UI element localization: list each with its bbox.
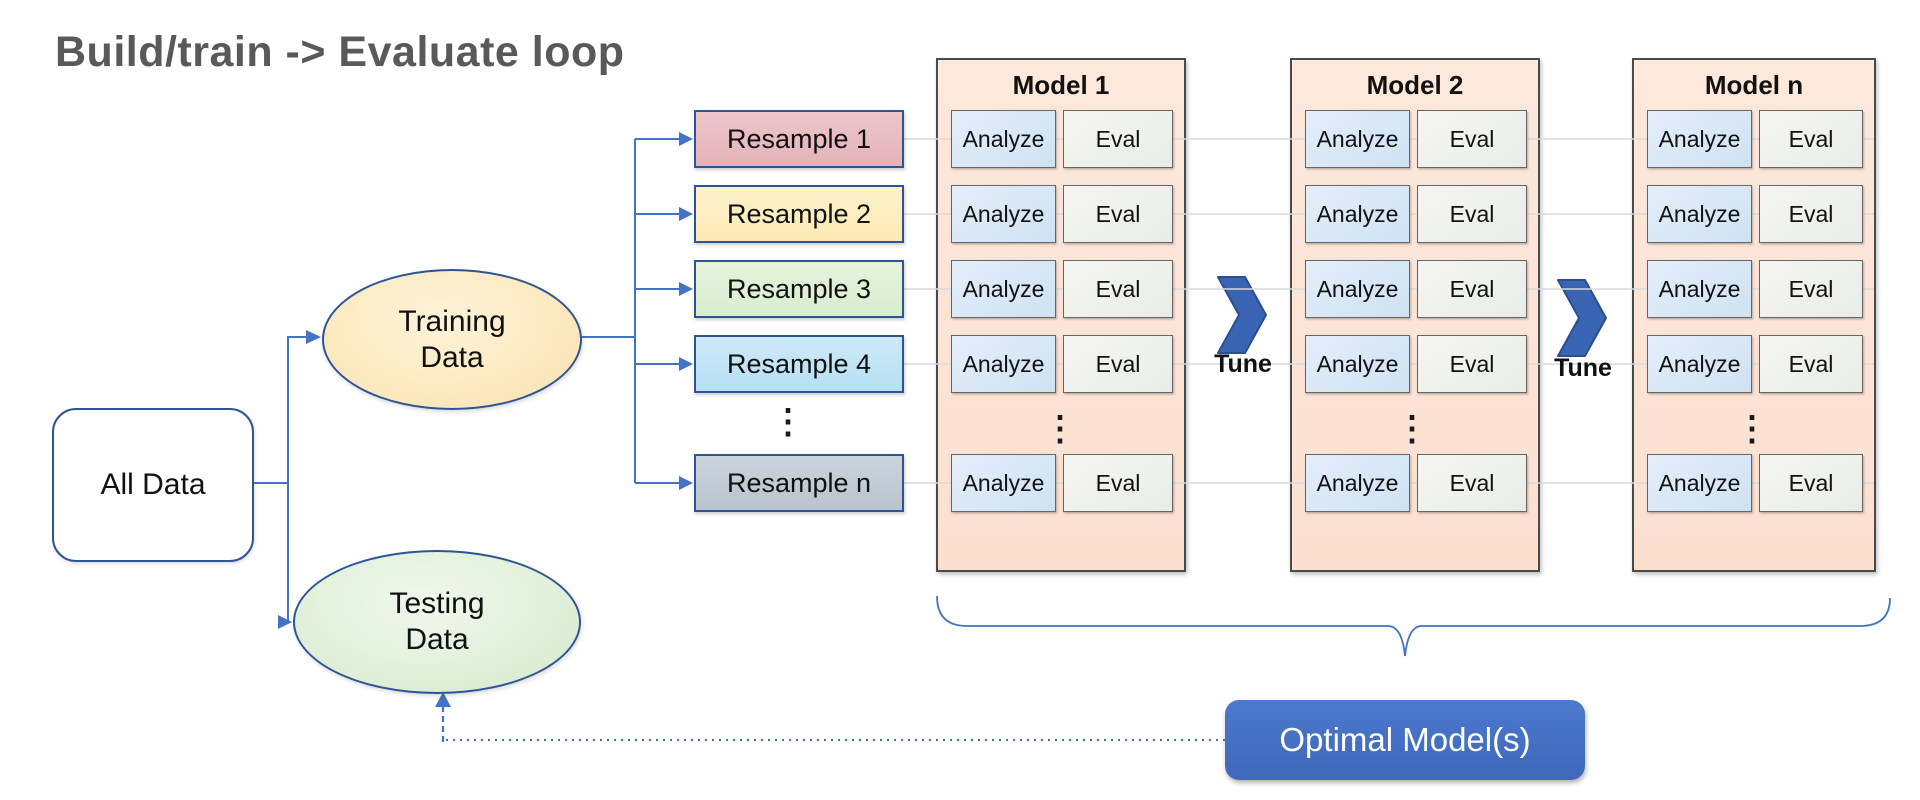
optimal-models-node: Optimal Model(s) <box>1225 700 1585 780</box>
resample-1-node: Resample 1 <box>694 110 904 168</box>
resample-1-label: Resample 1 <box>726 123 872 154</box>
model-n-row-4: Analyze Eval <box>1647 335 1863 393</box>
model-n-row-n: Analyze Eval <box>1647 454 1863 512</box>
analyze-cell: Analyze <box>1305 185 1410 243</box>
brace <box>936 595 1891 657</box>
model-1-row-2: Analyze Eval <box>951 185 1173 243</box>
model-2-row-4: Analyze Eval <box>1305 335 1527 393</box>
arrow-to-training <box>306 330 321 344</box>
testing-label-line1: Testing <box>389 587 485 620</box>
model-1-ellipsis: ⋮ <box>1043 410 1077 448</box>
analyze-cell: Analyze <box>1305 260 1410 318</box>
testing-data-node: Testing Data <box>293 550 581 694</box>
eval-cell: Eval <box>1417 260 1527 318</box>
model-2-title: Model 2 <box>1366 70 1464 100</box>
diagram-title: Build/train -> Evaluate loop <box>55 28 625 76</box>
eval-cell: Eval <box>1759 110 1863 168</box>
analyze-cell: Analyze <box>951 110 1056 168</box>
model-n-row-3: Analyze Eval <box>1647 260 1863 318</box>
eval-cell: Eval <box>1417 185 1527 243</box>
model-n-row-1: Analyze Eval <box>1647 110 1863 168</box>
testing-label-line2: Data <box>405 623 469 656</box>
model-n-cells: Analyze Eval Analyze Eval Analyze Eval A… <box>1632 58 1876 572</box>
all-data-label: All Data <box>100 468 206 501</box>
all-data-node: All Data <box>52 408 254 562</box>
training-data-node: Training Data <box>322 269 582 410</box>
eval-cell: Eval <box>1759 335 1863 393</box>
resample-2-node: Resample 2 <box>694 185 904 243</box>
analyze-cell: Analyze <box>951 454 1056 512</box>
model-1-row-4: Analyze Eval <box>951 335 1173 393</box>
training-label-line2: Data <box>420 340 484 374</box>
analyze-cell: Analyze <box>1647 335 1752 393</box>
split-connector <box>250 330 321 629</box>
tune-chevron-2 <box>1557 279 1607 357</box>
analyze-cell: Analyze <box>1305 110 1410 168</box>
tune-chevron-1 <box>1217 276 1267 354</box>
resample-2-label: Resample 2 <box>726 198 872 229</box>
optimal-models-label: Optimal Model(s) <box>1279 721 1531 758</box>
analyze-cell: Analyze <box>1647 260 1752 318</box>
eval-cell: Eval <box>1063 110 1173 168</box>
eval-cell: Eval <box>1417 454 1527 512</box>
resample-4-node: Resample 4 <box>694 335 904 393</box>
model-n-title: Model n <box>1704 70 1804 100</box>
model-2-row-3: Analyze Eval <box>1305 260 1527 318</box>
resample-ellipsis: ⋮ <box>771 403 805 441</box>
analyze-cell: Analyze <box>951 260 1056 318</box>
eval-cell: Eval <box>1417 335 1527 393</box>
resample-4-label: Resample 4 <box>726 348 872 379</box>
model-1-row-1: Analyze Eval <box>951 110 1173 168</box>
model-1-row-3: Analyze Eval <box>951 260 1173 318</box>
model-2-ellipsis: ⋮ <box>1395 410 1429 448</box>
feedback-dotted-line <box>435 692 1225 742</box>
analyze-cell: Analyze <box>1305 454 1410 512</box>
eval-cell: Eval <box>1063 260 1173 318</box>
tune-label-2: Tune <box>1554 354 1612 382</box>
analyze-cell: Analyze <box>951 335 1056 393</box>
eval-cell: Eval <box>1759 185 1863 243</box>
model-n-row-2: Analyze Eval <box>1647 185 1863 243</box>
model-2-row-n: Analyze Eval <box>1305 454 1527 512</box>
training-label-line1: Training <box>398 304 506 338</box>
eval-cell: Eval <box>1063 185 1173 243</box>
model-1-title: Model 1 <box>1012 70 1110 100</box>
analyze-cell: Analyze <box>1647 110 1752 168</box>
eval-cell: Eval <box>1759 260 1863 318</box>
eval-cell: Eval <box>1759 454 1863 512</box>
analyze-cell: Analyze <box>951 185 1056 243</box>
model-1-cells: Analyze Eval Analyze Eval Analyze Eval A… <box>936 58 1186 572</box>
resample-n-label: Resample n <box>726 467 872 498</box>
arrow-to-testing <box>278 615 292 629</box>
analyze-cell: Analyze <box>1305 335 1410 393</box>
model-1-row-n: Analyze Eval <box>951 454 1173 512</box>
eval-cell: Eval <box>1063 454 1173 512</box>
resample-3-label: Resample 3 <box>726 273 872 304</box>
analyze-cell: Analyze <box>1647 185 1752 243</box>
model-n-ellipsis: ⋮ <box>1735 410 1769 448</box>
model-2-cells: Analyze Eval Analyze Eval Analyze Eval A… <box>1290 58 1540 572</box>
resample-tree-connector <box>578 132 693 490</box>
eval-cell: Eval <box>1063 335 1173 393</box>
tune-label-1: Tune <box>1214 350 1272 378</box>
model-2-row-1: Analyze Eval <box>1305 110 1527 168</box>
analyze-cell: Analyze <box>1647 454 1752 512</box>
resample-n-node: Resample n <box>694 454 904 512</box>
eval-cell: Eval <box>1417 110 1527 168</box>
resample-3-node: Resample 3 <box>694 260 904 318</box>
model-2-row-2: Analyze Eval <box>1305 185 1527 243</box>
